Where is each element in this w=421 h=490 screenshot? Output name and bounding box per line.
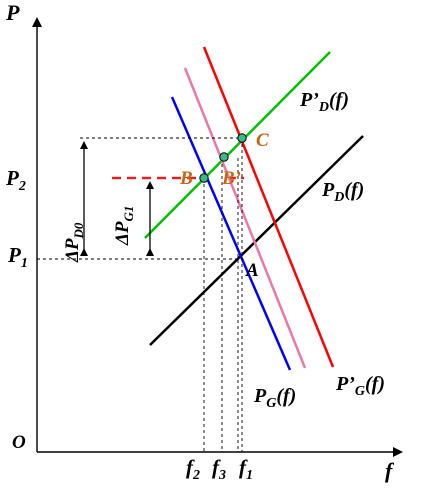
pg-label: PG(f)	[253, 385, 296, 411]
delta-pd0-label: ΔPD0	[62, 222, 86, 263]
origin-label: O	[12, 432, 26, 453]
y-axis-label: P	[5, 0, 20, 25]
p2-label: P2	[5, 166, 26, 194]
pd-prime-label: P’D(f)	[299, 89, 349, 115]
point-b-prime	[219, 152, 229, 162]
pg-prime-label: P’G(f)	[335, 373, 385, 399]
guide-lines	[37, 137, 243, 452]
f2-label: f2	[186, 455, 200, 483]
point-c-label: C	[256, 130, 269, 151]
pg-curve	[170, 96, 292, 371]
point-b-prime-label: B’	[221, 168, 241, 189]
delta-pg1-label: ΔPG1	[112, 206, 136, 246]
point-b	[199, 173, 209, 183]
f1-label: f1	[239, 455, 253, 483]
pd-curve	[149, 135, 364, 346]
point-c	[237, 133, 247, 143]
point-a-label: A	[245, 260, 259, 281]
pd-prime-curve	[144, 51, 331, 239]
pd-label: PD(f)	[321, 179, 364, 205]
p1-label: P1	[7, 243, 28, 271]
x-axis-label: f	[385, 458, 395, 483]
pg-prime-curve	[202, 46, 335, 368]
pg-intermediate-curve	[183, 67, 307, 369]
point-b-label: B	[179, 168, 193, 189]
f3-label: f3	[212, 455, 226, 483]
